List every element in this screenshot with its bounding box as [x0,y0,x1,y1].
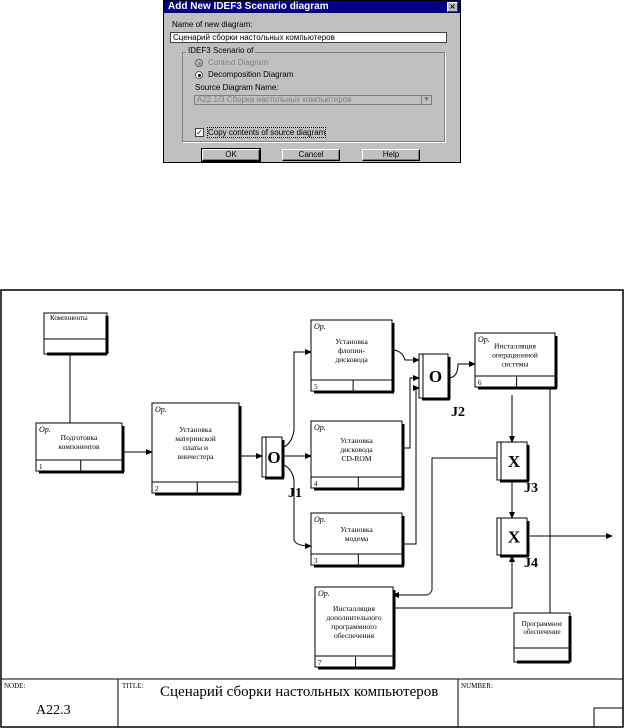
links [69,349,613,613]
uob-components-label: Компоненты [50,314,88,322]
node-label: NODE: [4,682,25,690]
decomposition-diagram-radio[interactable] [195,71,203,79]
diagram-footer: NODE: A22.3 TITLE: Сценарий сборки насто… [1,678,624,728]
junction-j3: XJ3 [496,441,538,496]
uow-tag: Ор. [478,335,490,344]
cancel-button[interactable]: Cancel [282,149,340,161]
scenario-group-label: IDEF3 Scenario of [186,46,256,55]
diagram-frame [0,289,624,728]
uow-number: 7 [318,659,322,667]
help-button[interactable]: Help [362,149,420,161]
dialog-title: Add New IDEF3 Scenario diagram [164,1,460,13]
node-value: A22.3 [36,703,71,718]
uow-tag: Ор. [314,515,326,524]
decomposition-diagram-label: Decomposition Diagram [208,70,294,79]
junction-label: J1 [288,486,302,501]
link-uow7-j4 [393,555,515,609]
junction-j4: XJ4 [496,517,538,571]
uow-tag: Ор. [39,425,51,434]
scenario-group [182,52,445,142]
copy-contents-label: Copy contents of source diagram [206,127,327,138]
junction-j1: O J1 [261,436,302,501]
junction-symbol: X [508,528,521,547]
link-uow5-j2 [391,349,420,363]
link-j1-uow3 [281,463,312,549]
context-diagram-label: Context Diagram [208,58,269,67]
junction-j2: O J2 [418,353,465,420]
source-diagram-select[interactable]: A22.1/3 Сборка настольных компьютеров ▼ [194,95,432,105]
uow-tag: Ор. [314,423,326,432]
uow-number: 6 [478,379,482,387]
link-uow4-j2 [402,375,420,449]
link-j3-uow7 [392,457,497,598]
junction-label: J2 [451,405,465,420]
title-label: TITLE: [122,682,143,690]
number-label: NUMBER: [461,682,493,690]
ok-button[interactable]: OK [201,148,261,162]
name-label: Name of new diagram: [172,20,253,29]
link-uow3-j2 [402,385,420,545]
add-scenario-dialog: Add New IDEF3 Scenario diagram × Name of… [163,0,461,163]
junction-label: J3 [524,481,538,496]
copy-contents-checkbox[interactable]: ✓ [195,128,204,137]
junction-symbol: O [429,367,442,386]
uow-number: 5 [314,383,318,391]
uow-tag: Ор. [318,589,330,598]
junction-label: J4 [524,556,538,571]
title-value: Сценарий сборки настольных компьютеров [160,684,438,700]
uow-tag: Ор. [314,322,326,331]
source-diagram-label: Source Diagram Name: [195,83,279,92]
close-icon[interactable]: × [447,2,458,12]
uow-number: 1 [39,463,43,471]
chevron-down-icon[interactable]: ▼ [421,96,431,104]
uow-number: 4 [314,480,318,488]
context-diagram-radio[interactable] [195,59,203,67]
uow-tag: Ор. [155,405,167,414]
link-j1-uow5 [281,349,312,449]
source-diagram-value: A22.1/3 Сборка настольных компьютеров [197,95,352,104]
uow-number: 3 [314,557,318,565]
diagram-name-input[interactable]: Сценарий сборки настольных компьютеров [170,32,447,43]
link-j2-uow6 [447,361,476,379]
junction-symbol: O [267,448,280,467]
uob-components: Компоненты [43,312,109,356]
uow-number: 2 [155,485,159,493]
junction-symbol: X [508,452,521,471]
